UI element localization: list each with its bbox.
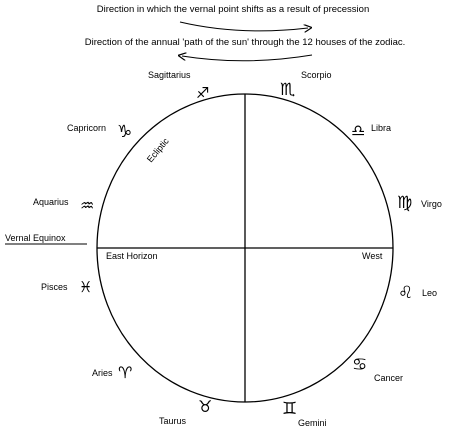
sign-virgo: ♍ Virgo [397,193,442,213]
sign-pisces: Pisces ♓ [41,278,92,296]
taurus-icon: ♉ [198,397,212,416]
sign-label-libra: Libra [371,123,391,133]
sign-capricorn: Capricorn ♑ [67,122,132,142]
sign-label-sagittarius: Sagittarius [148,70,191,80]
sign-label-aquarius: Aquarius [33,197,69,207]
sign-aquarius: Aquarius ♒ [33,196,94,215]
pisces-icon: ♓ [79,278,92,296]
sign-libra: ♎ Libra [351,121,391,140]
east-horizon-label: East Horizon [106,251,158,261]
leo-icon: ♌ [398,283,413,303]
sagittarius-icon: ♐ [196,84,209,102]
sign-gemini: ♊ Gemini [282,399,327,428]
sign-label-scorpio: Scorpio [301,70,332,80]
sign-label-capricorn: Capricorn [67,123,106,133]
capricorn-icon: ♑ [117,122,132,142]
west-label: West [362,251,383,261]
sign-taurus: ♉ Taurus [159,397,212,426]
sign-label-virgo: Virgo [421,199,442,209]
gemini-icon: ♊ [282,399,297,419]
cancer-icon: ♋ [352,355,367,375]
ecliptic-label: Ecliptic [145,136,171,165]
sign-label-aries: Aries [92,368,113,378]
aries-icon: ♈ [118,363,132,382]
sign-label-gemini: Gemini [298,418,327,428]
sign-sagittarius: Sagittarius ♐ [148,70,209,102]
sign-label-pisces: Pisces [41,282,68,292]
sun-path-caption: Direction of the annual 'path of the sun… [85,37,406,48]
aquarius-icon: ♒ [80,196,94,215]
sign-cancer: ♋ Cancer [352,355,403,383]
virgo-icon: ♍ [397,193,412,213]
sign-scorpio: ♏ Scorpio [280,70,332,100]
sign-label-cancer: Cancer [374,373,403,383]
sun-path-arrow [182,55,313,62]
sign-leo: ♌ Leo [398,283,437,303]
vernal-equinox-label: Vernal Equinox [5,233,66,243]
sign-label-taurus: Taurus [159,416,187,426]
precession-caption: Direction in which the vernal point shif… [97,4,369,15]
sign-label-leo: Leo [422,288,437,298]
sign-aries: Aries ♈ [92,363,132,382]
precession-arrow [179,21,308,31]
scorpio-icon: ♏ [280,80,295,100]
libra-icon: ♎ [351,121,365,140]
